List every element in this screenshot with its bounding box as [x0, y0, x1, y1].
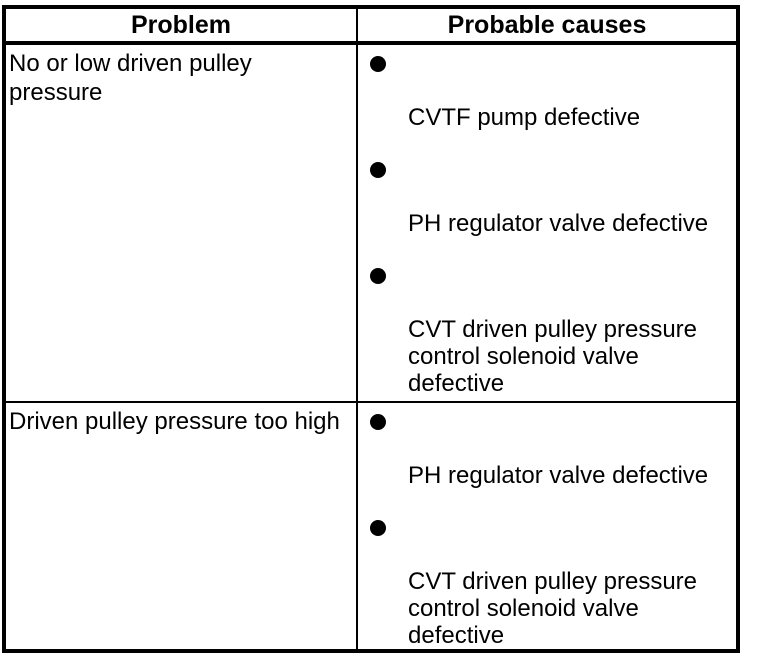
table-row: Driven pulley pressure too high PH regul… — [6, 401, 736, 649]
cause-item: CVT driven pulley pressure control solen… — [370, 514, 732, 649]
problem-cell: No or low driven pulley pressure — [6, 45, 358, 401]
causes-cell: CVTF pump defective PH regulator valve d… — [358, 45, 736, 401]
table-header-row: Problem Probable causes — [6, 9, 736, 45]
problem-text: No or low driven pulley pressure — [9, 50, 252, 106]
cause-text: PH regulator valve defective — [408, 210, 709, 237]
cause-text: CVT driven pulley pressure control solen… — [408, 316, 698, 397]
causes-list: CVTF pump defective PH regulator valve d… — [358, 45, 736, 397]
cause-text: CVTF pump defective — [408, 104, 641, 131]
bullet-line — [370, 408, 732, 435]
bullet-line — [370, 262, 732, 289]
bullet-icon — [370, 413, 386, 430]
bullet-icon — [370, 55, 386, 72]
cause-item: PH regulator valve defective — [370, 156, 732, 237]
bullet-line — [370, 514, 732, 541]
cause-item: CVTF pump defective — [370, 50, 732, 131]
troubleshooting-table: Problem Probable causes No or low driven… — [2, 5, 740, 653]
causes-list: PH regulator valve defective CVT driven … — [358, 403, 736, 649]
bullet-line — [370, 50, 732, 77]
bullet-icon — [370, 519, 386, 536]
cause-text: PH regulator valve defective — [408, 462, 709, 489]
bullet-icon — [370, 161, 386, 178]
cause-text: CVT driven pulley pressure control solen… — [408, 568, 698, 649]
problem-text: Driven pulley pressure too high — [9, 408, 340, 435]
bullet-line — [370, 156, 732, 183]
cause-item: PH regulator valve defective — [370, 408, 732, 489]
causes-cell: PH regulator valve defective CVT driven … — [358, 403, 736, 649]
cause-item: CVT driven pulley pressure control solen… — [370, 262, 732, 397]
problem-cell: Driven pulley pressure too high — [6, 403, 358, 649]
bullet-icon — [370, 267, 386, 284]
table-row: No or low driven pulley pressure CVTF pu… — [6, 45, 736, 401]
column-header-problem: Problem — [6, 9, 358, 41]
column-header-causes: Probable causes — [447, 11, 647, 39]
